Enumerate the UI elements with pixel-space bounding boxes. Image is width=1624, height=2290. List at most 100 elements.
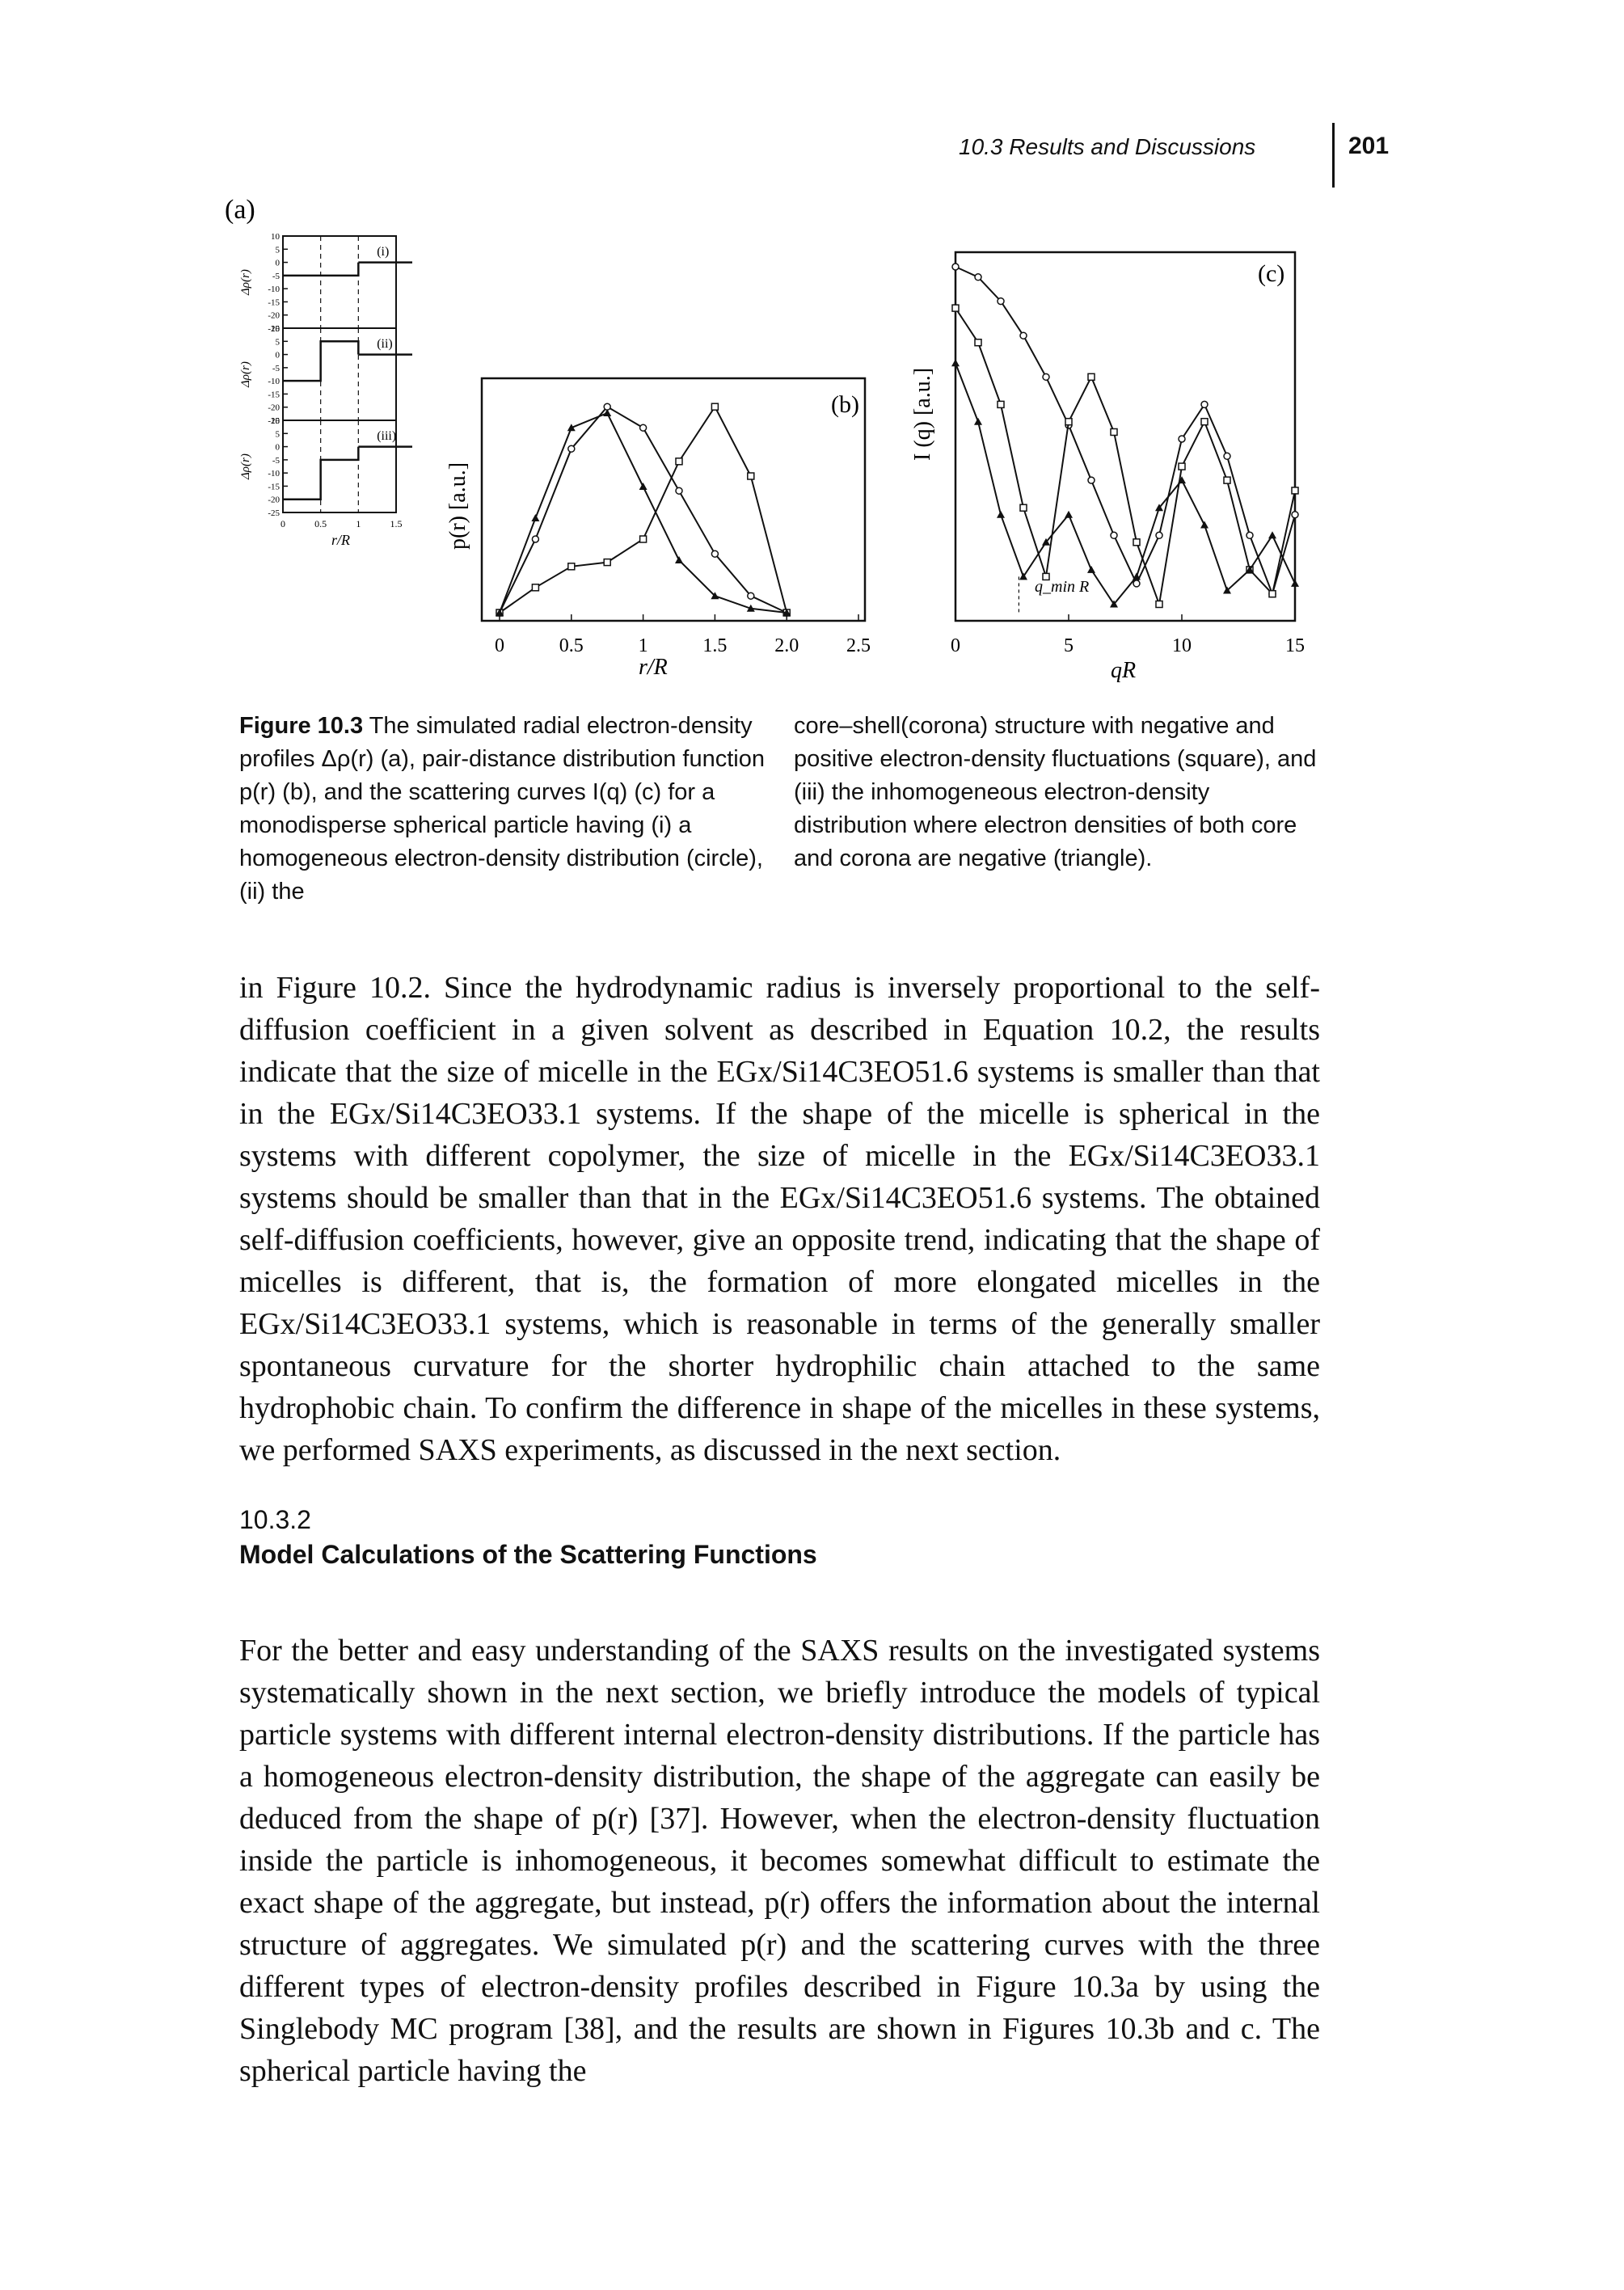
panel-c-point <box>951 304 960 312</box>
panel-b-point <box>531 514 540 521</box>
panel-a-ytick-label: -10 <box>268 469 280 479</box>
panel-b-point <box>496 609 504 616</box>
figure-caption-label: Figure 10.3 <box>239 713 364 739</box>
panel-a-tag: (ii) <box>377 337 393 351</box>
panel-c-point <box>1200 521 1209 529</box>
panel-c-point <box>1200 400 1209 409</box>
header-rule <box>1332 123 1335 188</box>
panel-a-xtick-label: 1 <box>356 518 361 529</box>
panel-b-xtick-label: 1 <box>639 635 648 656</box>
panel-c-point <box>1065 510 1073 518</box>
figure-caption-col1: Figure 10.3 The simulated radial electro… <box>239 710 765 909</box>
panel-b-point <box>639 535 647 543</box>
panel-c-point <box>1155 531 1163 540</box>
panel-a-ylabel: Δρ(r) <box>239 453 252 480</box>
panel-a-ytick-label: 0 <box>276 351 281 361</box>
panel-b-point <box>531 535 540 543</box>
panel-b-point <box>675 487 683 495</box>
panel-a-xtick-label: 1.5 <box>390 518 403 529</box>
panel-a-ytick-label: 0 <box>276 259 281 268</box>
panel-c-point <box>1178 476 1186 484</box>
panel-c-point <box>1223 586 1231 594</box>
panel-c-point <box>1133 572 1141 580</box>
panel-b-point <box>531 584 540 592</box>
panel-c-point <box>1087 476 1095 484</box>
panel-a-tag: (iii) <box>377 429 396 443</box>
panel-a-xlabel: r/R <box>331 532 350 548</box>
panel-c-point <box>1291 487 1299 495</box>
panel-c-point <box>951 359 960 367</box>
panel-a-ytick-label: 0 <box>276 443 281 453</box>
panel-a-step-3 <box>283 446 360 500</box>
panel-c-point <box>1268 589 1276 598</box>
panel-a-tag: (i) <box>377 245 389 259</box>
panel-b-point <box>675 458 683 466</box>
panel-a-ytick-label: -15 <box>268 297 280 307</box>
panel-c-point <box>1042 373 1050 382</box>
panel-c-series-3 <box>955 362 1296 606</box>
panel-c-point <box>1087 565 1095 573</box>
panel-c-point <box>1178 435 1186 443</box>
panel-b-xtick-label: 2.0 <box>774 635 799 656</box>
panel-c-ylabel: I (q) [a.u.] <box>910 368 935 461</box>
panel-c-point <box>1155 504 1163 512</box>
panel-a-ytick-label: -5 <box>272 456 281 466</box>
panel-a-ytick-label: -10 <box>268 377 280 386</box>
panel-a-ytick-label: 10 <box>271 324 281 334</box>
body-paragraph-1: in Figure 10.2. Since the hydrodynamic r… <box>239 971 1320 1467</box>
panel-a-subplot-frame <box>282 420 397 513</box>
panel-a-ytick-label: -5 <box>272 364 281 373</box>
panel-c-xtick-label: 0 <box>951 635 960 656</box>
panel-b-xtick-label: 0.5 <box>559 635 584 656</box>
panel-c-point <box>1223 452 1231 461</box>
panel-b-xtick-label: 2.5 <box>846 635 871 656</box>
panel-a-ytick-label: 5 <box>276 429 281 439</box>
panel-b-point <box>747 592 755 600</box>
panel-b-xtick-label: 0 <box>495 635 504 656</box>
panel-b-point <box>711 550 719 558</box>
panel-b-point <box>639 483 647 490</box>
panel-c-xtick-label: 10 <box>1172 635 1192 656</box>
panel-b-point <box>711 592 719 600</box>
section-number: 10.3.2 <box>239 1505 311 1534</box>
panel-c-point <box>1155 600 1163 609</box>
panel-c-point <box>997 510 1005 518</box>
panel-c-point <box>1065 417 1073 426</box>
panel-c-point <box>1087 373 1095 382</box>
panel-a-ytick-label: -15 <box>268 390 280 399</box>
body-paragraph-2: For the better and easy understanding of… <box>239 1634 1320 2088</box>
panel-b-point <box>639 424 647 432</box>
page-number: 201 <box>1348 133 1390 159</box>
panel-c-point <box>1246 565 1254 573</box>
panel-c-point <box>1268 531 1276 539</box>
panel-c-xlabel: qR <box>1111 658 1136 683</box>
panel-a-label: (a) <box>225 195 255 225</box>
panel-c-point <box>997 297 1005 306</box>
panel-a-ytick-label: -25 <box>268 416 280 426</box>
panel-b-point <box>603 409 612 416</box>
panel-c-point <box>1246 531 1254 540</box>
panel-a-ytick-label: -25 <box>268 324 280 334</box>
panel-c-point <box>974 338 982 347</box>
panel-a-ytick-label: -10 <box>268 285 280 294</box>
panel-c-point <box>1110 600 1118 608</box>
panel-c-point <box>951 263 960 271</box>
panel-a-ytick-label: 10 <box>271 232 281 242</box>
panel-b-point <box>711 403 719 411</box>
panel-b-label: (b) <box>831 391 859 418</box>
panel-c-point <box>1291 510 1299 519</box>
panel-b-xtick-label: 1.5 <box>702 635 727 656</box>
panel-a-ytick-label: -25 <box>268 508 280 518</box>
panel-c-point <box>1133 580 1141 588</box>
figure-caption-text-1: The simulated radial electron-density pr… <box>239 713 765 905</box>
panel-c-point <box>1291 579 1299 587</box>
panel-b-point <box>782 609 791 616</box>
panel-b-series-2 <box>499 405 788 614</box>
panel-c-point <box>974 273 982 281</box>
panel-c-label: (c) <box>1258 260 1284 287</box>
panel-c-point <box>1178 462 1186 470</box>
panel-b-ylabel: p(r) [a.u.] <box>445 462 470 550</box>
panel-c-point <box>1019 331 1027 339</box>
panel-a-ytick-label: -20 <box>268 496 280 505</box>
